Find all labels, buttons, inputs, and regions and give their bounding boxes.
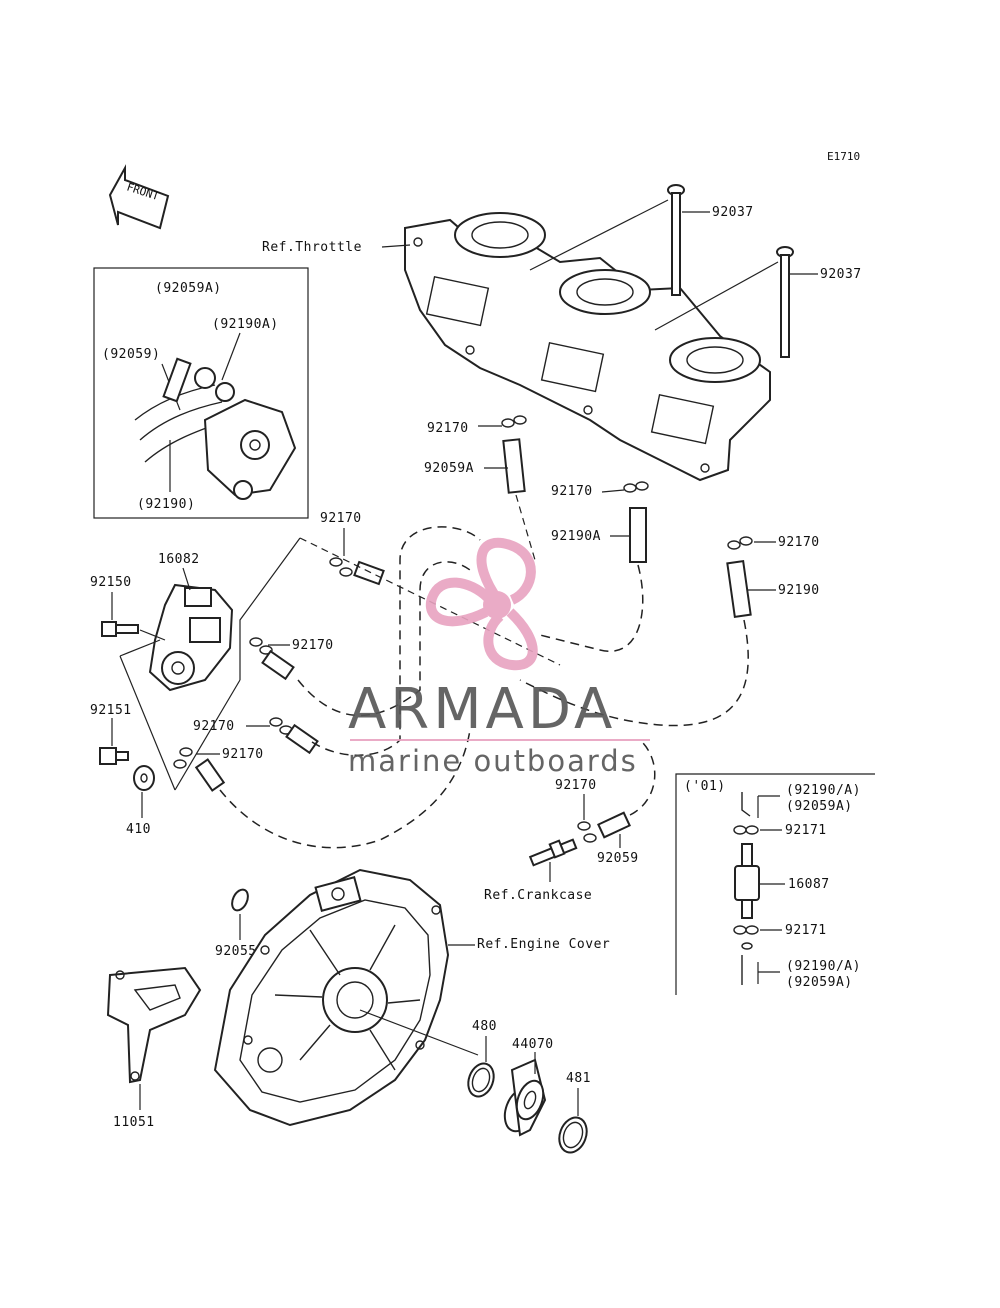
part-92151: 92151: [90, 703, 132, 718]
circlip-480: [467, 1062, 495, 1098]
clamp-92170-a: [501, 415, 527, 428]
crankcase-nipple: [528, 838, 578, 867]
clamp-92170-g: [173, 747, 193, 769]
part-92059: 92059: [597, 851, 639, 866]
inset-right-part-92171-top: 92171: [785, 823, 827, 838]
bolt-92151: [99, 747, 129, 765]
part-410: 410: [126, 822, 151, 837]
hose-piece-middle: [261, 649, 295, 681]
check-valve-16087: [734, 843, 760, 919]
part-11051: 11051: [113, 1115, 155, 1130]
watermark-brand: ARMADA: [348, 677, 616, 742]
inset-left-label-92190A: (92190A): [212, 317, 279, 332]
part-92170-e: 92170: [292, 638, 334, 653]
part-92170-c: 92170: [778, 535, 820, 550]
part-92170-g: 92170: [222, 747, 264, 762]
hose-92190: [726, 560, 752, 618]
throttle-manifold: [404, 212, 771, 482]
part-92170-h: 92170: [555, 778, 597, 793]
bracket-11051: [106, 966, 202, 1084]
bolt-92150: [101, 621, 139, 637]
clamp-92170-f: [269, 717, 293, 735]
o-ring-92055: [231, 888, 249, 912]
inset-left-label-92059: (92059): [102, 347, 160, 362]
watermark-tagline: marine outboards: [348, 744, 638, 778]
inset-right-part-92171-bottom: 92171: [785, 923, 827, 938]
washer-410: [133, 765, 155, 791]
hose-piece-bottom: [194, 758, 226, 792]
part-92170-b: 92170: [551, 484, 593, 499]
inset-right-bottom-b: (92059A): [786, 975, 853, 990]
part-92170-f: 92170: [193, 719, 235, 734]
bearing-44070: [503, 1058, 547, 1137]
propeller-logo-icon: [425, 537, 538, 671]
part-92059A: 92059A: [424, 461, 474, 476]
part-92170-d: 92170: [320, 511, 362, 526]
hose-piece-lower: [285, 723, 319, 755]
clamp-92170-e: [249, 637, 273, 655]
clamp-92170-b: [623, 481, 649, 493]
inset-right-bottom-a: (92190/A): [786, 959, 861, 974]
part-481: 481: [566, 1071, 591, 1086]
part-92037-b: 92037: [820, 267, 862, 282]
part-92190: 92190: [778, 583, 820, 598]
circlip-481: [558, 1116, 588, 1154]
inset-right-part-16087: 16087: [788, 877, 830, 892]
hose-piece-upper: [353, 560, 385, 586]
ref-throttle-label: Ref.Throttle: [262, 240, 362, 255]
part-92190A: 92190A: [551, 529, 601, 544]
inset-right-top-b: (92059A): [786, 799, 853, 814]
hose-92190A: [629, 507, 647, 563]
valve-assembly-16082: [148, 583, 234, 692]
hose-92059: [597, 811, 631, 839]
stud-bolt-92037-b: [776, 246, 794, 358]
part-92150: 92150: [90, 575, 132, 590]
part-92055: 92055: [215, 944, 257, 959]
part-44070: 44070: [512, 1037, 554, 1052]
clamp-92170-c: [727, 536, 753, 550]
ref-engine-cover-label: Ref.Engine Cover: [477, 937, 610, 952]
inset-right-top-a: (92190/A): [786, 783, 861, 798]
front-arrow-icon: FRONT: [108, 164, 170, 230]
part-16082: 16082: [158, 552, 200, 567]
diagram-code: E1710: [827, 150, 860, 163]
inset-left-title: (92059A): [155, 281, 222, 296]
ref-crankcase-label: Ref.Crankcase: [484, 888, 592, 903]
inset-right-title: ('01): [684, 779, 726, 794]
clamp-92170-d: [329, 557, 353, 577]
hose-92059A: [502, 438, 526, 494]
armada-watermark: ARMADA marine outboards: [348, 537, 650, 778]
part-92170-a: 92170: [427, 421, 469, 436]
stud-bolt-92037-a: [667, 184, 685, 296]
inset-left-box: (92059A) (92190A) (92059) (92190): [93, 267, 309, 519]
inset-left-label-92190: (92190): [137, 497, 195, 512]
clamp-92170-h: [577, 821, 597, 843]
inset-right-box: ('01) (92190/A) (92059A) 92171 16087 921…: [675, 773, 875, 995]
engine-cover: [213, 868, 450, 1127]
part-480: 480: [472, 1019, 497, 1034]
part-92037-a: 92037: [712, 205, 754, 220]
